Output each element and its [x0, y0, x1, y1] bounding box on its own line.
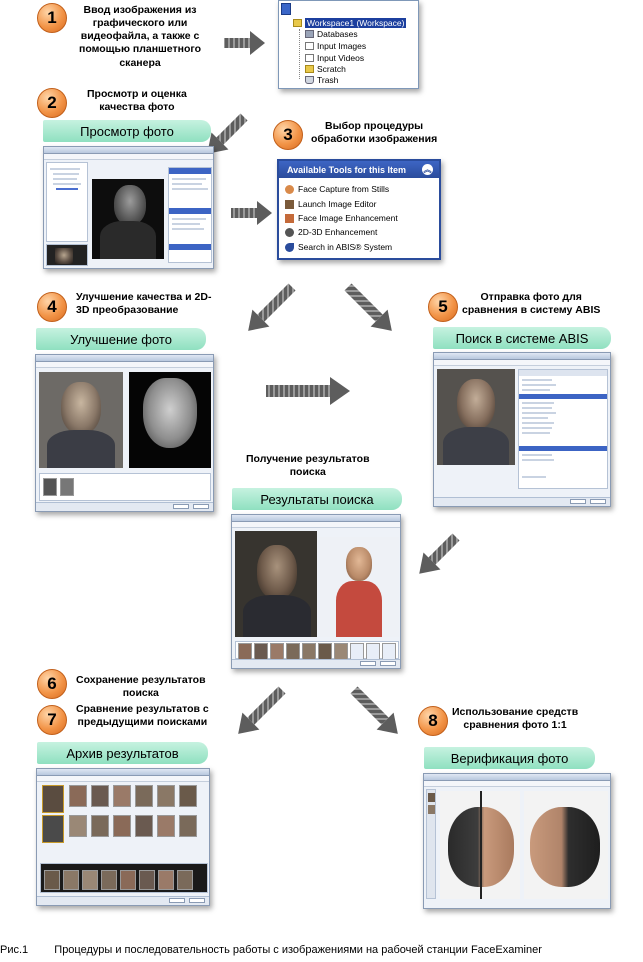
collapse-chevron-icon[interactable]: ︽ — [422, 164, 433, 175]
step-badge-2: 2 — [37, 88, 67, 118]
3d-icon — [285, 227, 294, 237]
arrow-to-search — [344, 283, 392, 331]
enhance-photo-original — [39, 372, 123, 468]
search-photo — [437, 369, 515, 465]
tool-label: 2D-3D Enhancement — [298, 227, 378, 237]
step-caption-2: Просмотр и оценка качества фото — [87, 88, 187, 114]
archive-title-bar: Архив результатов — [37, 742, 208, 764]
tree-item-input-videos[interactable]: Input Videos — [305, 53, 364, 63]
tool-enhancement[interactable]: Face Image Enhancement — [285, 213, 398, 223]
tree-root[interactable]: Workspace1 (Workspace) — [293, 18, 407, 28]
view-thumb-pane — [46, 244, 88, 266]
tree-item-label: Trash — [317, 75, 339, 85]
verify-title-bar: Верификация фото — [424, 747, 595, 769]
tools-panel: Available Tools for this Item ︽ Face Cap… — [277, 159, 441, 260]
arrow-to-archive — [238, 686, 286, 734]
enhance-title-bar: Улучшение фото — [36, 328, 206, 350]
folder-icon — [305, 65, 314, 73]
tools-title: Available Tools for this Item — [287, 164, 407, 175]
tree-item-label: Databases — [317, 29, 358, 39]
enhance-photo-3d — [129, 372, 211, 468]
arrow-to-enhance — [248, 283, 296, 331]
archive-history-strip — [40, 863, 208, 893]
tool-face-capture[interactable]: Face Capture from Stills — [285, 184, 389, 194]
search-title-bar: Поиск в системе ABIS — [433, 327, 611, 349]
step-badge-1: 1 — [37, 3, 67, 33]
archive-probe-bottom — [42, 815, 64, 843]
workspace-app-icon — [281, 3, 291, 15]
results-title-bar: Результаты поиска — [232, 488, 402, 510]
database-icon — [305, 30, 314, 38]
arrow-enhance-to-search — [266, 377, 350, 405]
results-screenshot — [231, 514, 401, 669]
figure-number: Рис.1 — [0, 944, 29, 956]
step-caption-8: Использование средств сравнения фото 1:1 — [452, 706, 579, 732]
abis-icon — [285, 242, 294, 252]
tree-item-label: Input Videos — [317, 53, 365, 63]
step-badge-7: 7 — [37, 705, 67, 735]
tool-abis-search[interactable]: Search in ABIS® System — [285, 242, 392, 252]
arrow-to-workspace — [224, 31, 265, 55]
tree-item-databases[interactable]: Databases — [305, 29, 358, 39]
search-screenshot — [433, 352, 611, 507]
tool-label: Launch Image Editor — [298, 199, 377, 209]
archive-screenshot — [36, 768, 210, 906]
step-caption-4: Улучшение качества и 2D- 3D преобразован… — [76, 291, 212, 317]
tree-item-scratch[interactable]: Scratch — [305, 64, 346, 74]
tool-2d-3d[interactable]: 2D-3D Enhancement — [285, 227, 377, 237]
step-caption-6: Сохранение результатов поиска — [76, 674, 206, 700]
arrow-to-tools — [231, 201, 272, 225]
view-screenshot — [43, 146, 214, 269]
search-settings-pane — [518, 369, 608, 489]
step-badge-4: 4 — [37, 292, 67, 322]
results-candidate-strip — [235, 641, 399, 661]
tool-label: Face Image Enhancement — [298, 213, 398, 223]
archive-probe-top — [42, 785, 64, 813]
folder-icon — [305, 42, 314, 50]
image-editor-icon — [285, 199, 294, 209]
view-photo — [92, 179, 164, 259]
view-tree-pane — [46, 162, 88, 242]
verify-photo-left — [440, 791, 520, 899]
tree-item-label: Scratch — [317, 64, 346, 74]
results-probe-photo — [235, 531, 317, 637]
tool-label: Face Capture from Stills — [298, 184, 390, 194]
workspace-tree: Workspace1 (Workspace) Databases Input I… — [278, 0, 419, 89]
folder-icon — [305, 54, 314, 62]
figure-caption: Рис.1 Процедуры и последовательность раб… — [0, 944, 542, 956]
arrow-to-results — [419, 533, 460, 574]
tool-label: Search in ABIS® System — [298, 242, 393, 252]
enhance-screenshot — [35, 354, 214, 512]
step-caption-7: Сравнение результатов с предыдущими поис… — [76, 703, 209, 729]
verify-side-strip — [426, 789, 436, 899]
results-match-photo — [320, 537, 399, 637]
tools-header: Available Tools for this Item ︽ — [279, 161, 439, 178]
verify-screenshot — [423, 773, 611, 909]
trash-icon — [305, 76, 314, 84]
verify-photo-right — [524, 791, 608, 899]
arrow-to-verify — [350, 686, 398, 734]
step-badge-6: 6 — [37, 669, 67, 699]
face-capture-icon — [285, 184, 294, 194]
step-badge-5: 5 — [428, 292, 458, 322]
workspace-icon — [293, 19, 302, 27]
results-caption: Получение результатов поиска — [246, 453, 370, 479]
step-badge-8: 8 — [418, 706, 448, 736]
step-caption-5: Отправка фото для сравнения в систему AB… — [462, 291, 601, 317]
tool-image-editor[interactable]: Launch Image Editor — [285, 199, 376, 209]
step-caption-1: Ввод изображения из графического или вид… — [79, 4, 202, 69]
figure-text: Процедуры и последовательность работы с … — [54, 944, 542, 956]
tree-item-input-images[interactable]: Input Images — [305, 41, 366, 51]
view-title-bar: Просмотр фото — [43, 120, 211, 142]
enhancement-icon — [285, 213, 294, 223]
tree-item-trash[interactable]: Trash — [305, 75, 338, 85]
enhance-thumb-strip — [39, 473, 211, 501]
view-info-pane — [168, 167, 212, 263]
step-caption-3: Выбор процедуры обработки изображения — [311, 120, 438, 146]
tree-root-label[interactable]: Workspace1 (Workspace) — [305, 18, 407, 28]
tree-item-label: Input Images — [317, 41, 367, 51]
step-badge-3: 3 — [273, 120, 303, 150]
